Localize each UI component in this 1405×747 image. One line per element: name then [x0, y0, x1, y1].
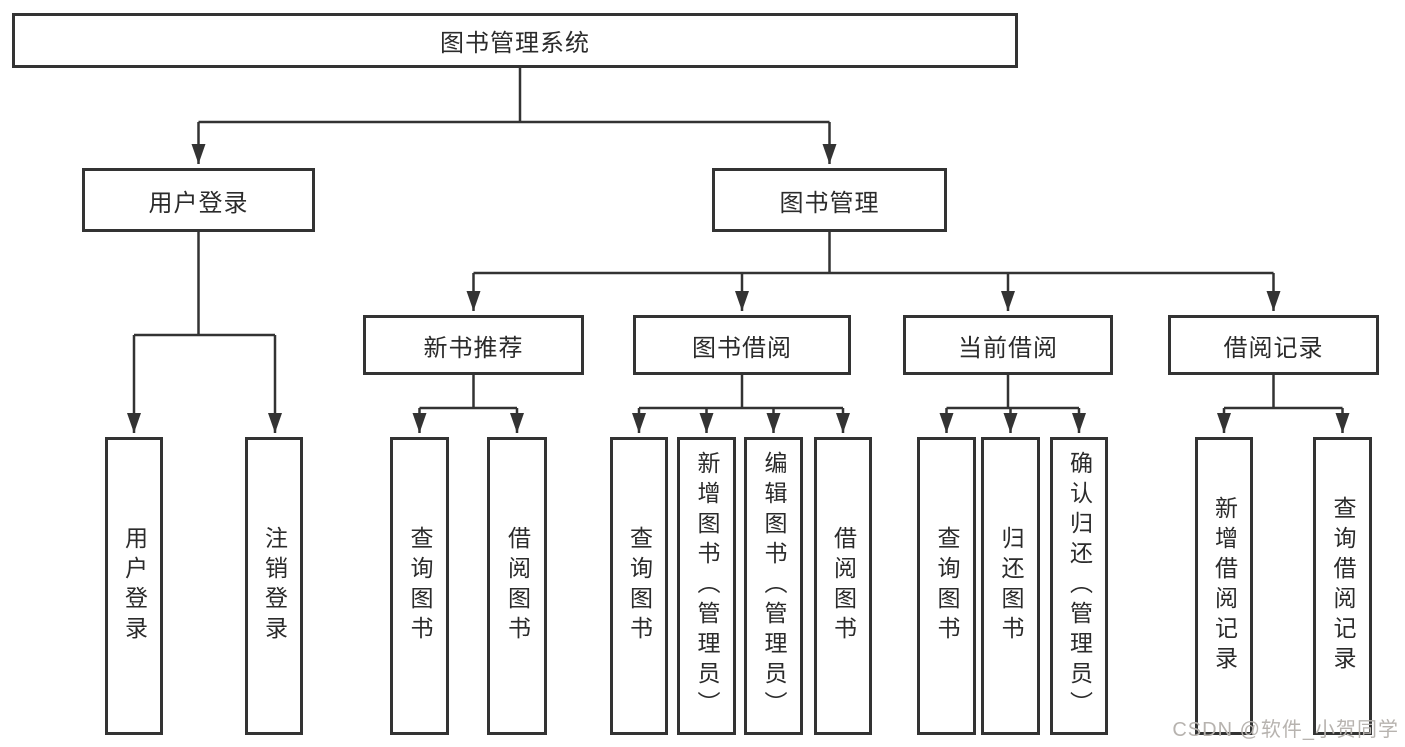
node-book-management: 图书管理 [712, 168, 947, 232]
edge-borrow-records-to-leaves [1217, 375, 1350, 433]
node-user-login-label: 用户登录 [148, 189, 249, 217]
leaf-bb-edit-books-label: 编辑图书（管理员） [761, 451, 787, 721]
node-new-book-recommend-label: 新书推荐 [423, 334, 524, 362]
leaf-user-login: 用户登录 [105, 437, 163, 735]
node-book-borrow-label: 图书借阅 [692, 334, 792, 362]
leaf-cb-return-books: 归还图书 [981, 437, 1040, 735]
leaf-bb-add-books: 新增图书（管理员） [677, 437, 736, 735]
node-borrow-records-label: 借阅记录 [1223, 334, 1324, 362]
edge-book-borrow-to-leaves [632, 375, 850, 433]
leaf-cb-confirm-return: 确认归还（管理员） [1050, 437, 1108, 735]
node-root: 图书管理系统 [12, 13, 1018, 68]
leaf-br-search-record-label: 查询借阅记录 [1330, 496, 1356, 676]
leaf-nb-search-books: 查询图书 [390, 437, 449, 735]
leaf-cb-search-books-label: 查询图书 [934, 526, 960, 646]
leaf-nb-borrow-books: 借阅图书 [487, 437, 547, 735]
edge-root-to-level2 [191, 68, 837, 164]
leaf-logout-label: 注销登录 [261, 526, 288, 646]
leaf-nb-borrow-books-label: 借阅图书 [504, 526, 531, 646]
leaf-logout: 注销登录 [245, 437, 303, 735]
leaf-br-search-record: 查询借阅记录 [1313, 437, 1372, 735]
edge-new-book-recommend-to-leaves [412, 375, 524, 433]
leaf-bb-borrow-books: 借阅图书 [814, 437, 872, 735]
leaf-nb-search-books-label: 查询图书 [407, 526, 433, 646]
leaf-br-add-record: 新增借阅记录 [1195, 437, 1253, 735]
leaf-bb-add-books-label: 新增图书（管理员） [694, 451, 720, 721]
edge-current-borrow-to-leaves [939, 375, 1086, 433]
leaf-cb-confirm-return-label: 确认归还（管理员） [1066, 451, 1093, 721]
leaf-bb-borrow-books-label: 借阅图书 [830, 526, 857, 646]
leaf-bb-search-books: 查询图书 [610, 437, 668, 735]
node-root-label: 图书管理系统 [440, 30, 590, 57]
node-current-borrow-label: 当前借阅 [958, 334, 1058, 362]
csdn-watermark: CSDN @软件_小贺同学 [1172, 719, 1399, 741]
edge-user-login-to-leaves [127, 232, 282, 433]
leaf-br-add-record-label: 新增借阅记录 [1211, 496, 1238, 676]
leaf-bb-edit-books: 编辑图书（管理员） [744, 437, 803, 735]
node-book-management-label: 图书管理 [779, 189, 880, 217]
node-current-borrow: 当前借阅 [903, 315, 1113, 375]
node-new-book-recommend: 新书推荐 [363, 315, 584, 375]
node-user-login: 用户登录 [82, 168, 315, 232]
leaf-cb-return-books-label: 归还图书 [998, 526, 1024, 646]
edge-book-management-to-level3 [466, 232, 1281, 311]
leaf-cb-search-books: 查询图书 [917, 437, 976, 735]
node-borrow-records: 借阅记录 [1168, 315, 1379, 375]
leaf-bb-search-books-label: 查询图书 [626, 526, 653, 646]
node-book-borrow: 图书借阅 [633, 315, 851, 375]
leaf-user-login-label: 用户登录 [121, 526, 148, 646]
